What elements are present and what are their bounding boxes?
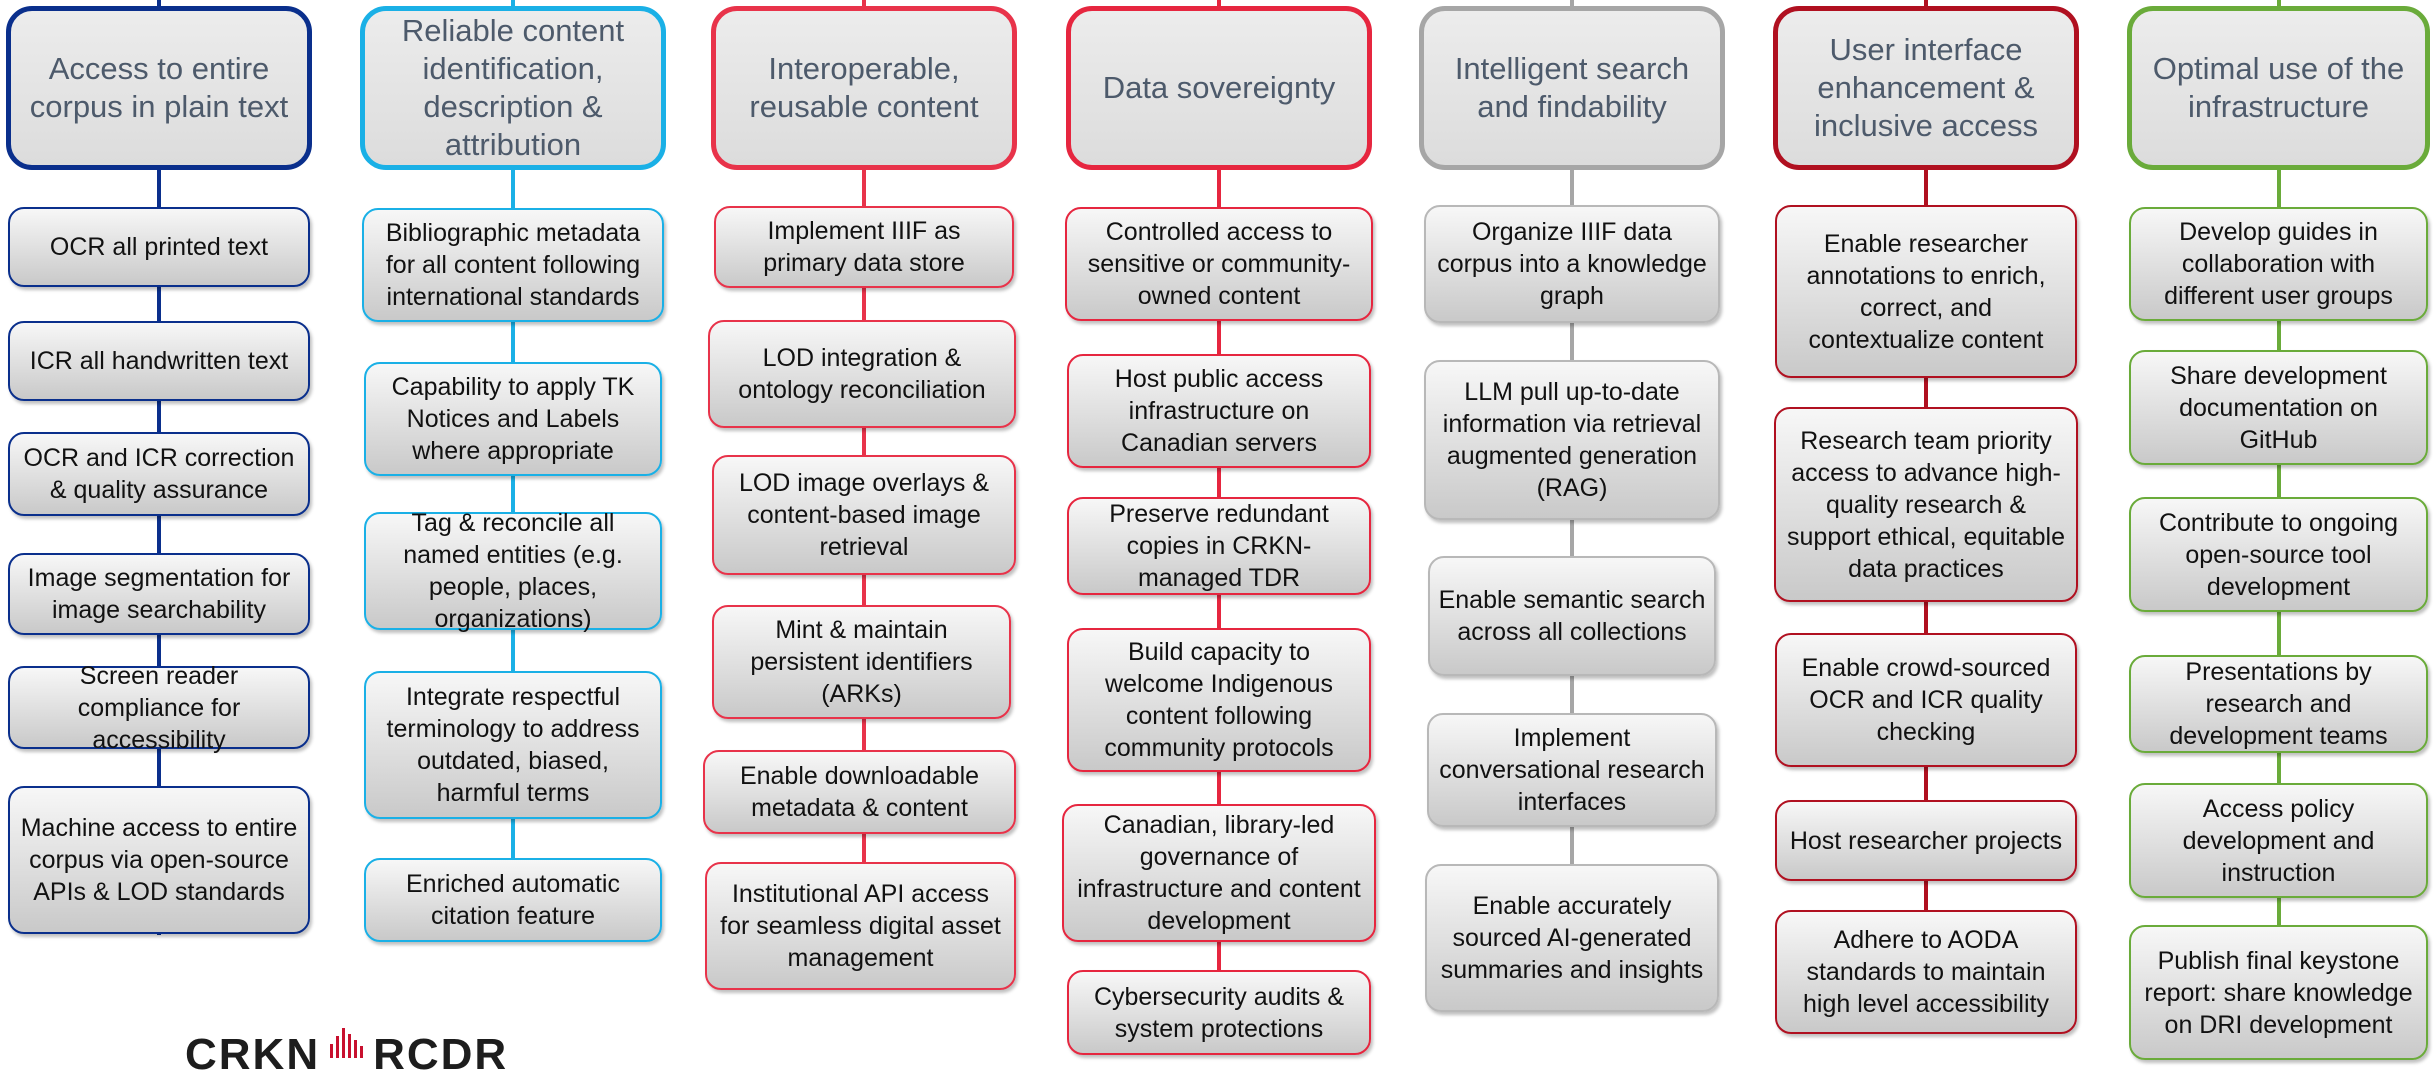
item-box: Host public access infrastructure on Can… <box>1067 354 1371 468</box>
item-box: Bibliographic metadata for all content f… <box>362 208 664 322</box>
item-box: Preserve redundant copies in CRKN-manage… <box>1067 497 1371 595</box>
item-box: Implement conversational research interf… <box>1427 713 1717 827</box>
column-header: Data sovereignty <box>1066 6 1372 170</box>
column-header: Intelligent search and findability <box>1419 6 1725 170</box>
column-header: User interface enhancement & inclusive a… <box>1773 6 2079 170</box>
item-box: Image segmentation for image searchabili… <box>8 553 310 635</box>
column-content-identification: Reliable content identification, descrip… <box>360 0 666 1060</box>
item-box: Contribute to ongoing open-source tool d… <box>2129 497 2428 612</box>
item-box: Enable researcher annotations to enrich,… <box>1775 205 2077 378</box>
item-box: Integrate respectful terminology to addr… <box>364 671 662 819</box>
column-interoperable-content: Interoperable, reusable content Implemen… <box>703 0 1017 1060</box>
logo-mark-icon <box>330 1028 364 1058</box>
column-header: Reliable content identification, descrip… <box>360 6 666 170</box>
item-box: Build capacity to welcome Indigenous con… <box>1067 628 1371 772</box>
item-box: Enable crowd-sourced OCR and ICR quality… <box>1775 633 2077 767</box>
item-box: Screen reader compliance for accessibili… <box>8 662 310 754</box>
column-optimal-infrastructure: Optimal use of the infrastructure Develo… <box>2127 0 2430 1060</box>
item-box: Tag & reconcile all named entities (e.g.… <box>364 509 662 633</box>
item-box: Access policy development and instructio… <box>2129 783 2428 898</box>
item-box: Machine access to entire corpus via open… <box>8 786 310 934</box>
item-box: Enriched automatic citation feature <box>364 858 662 942</box>
item-box: Capability to apply TK Notices and Label… <box>364 362 662 476</box>
column-access-plain-text: Access to entire corpus in plain text OC… <box>6 0 312 1060</box>
item-box: Share development documentation on GitHu… <box>2129 350 2428 465</box>
item-box: Institutional API access for seamless di… <box>705 862 1016 990</box>
item-box: Organize IIIF data corpus into a knowled… <box>1424 205 1720 323</box>
item-box: Research team priority access to advance… <box>1774 407 2078 602</box>
item-box: Develop guides in collaboration with dif… <box>2129 207 2428 321</box>
item-box: Controlled access to sensitive or commun… <box>1065 207 1373 321</box>
item-box: LOD integration & ontology reconciliatio… <box>708 320 1016 428</box>
column-ui-enhancement: User interface enhancement & inclusive a… <box>1773 0 2079 1060</box>
item-box: Presentations by research and developmen… <box>2129 655 2428 753</box>
item-box: Enable accurately sourced AI-generated s… <box>1425 864 1719 1012</box>
item-box: Enable semantic search across all collec… <box>1428 556 1716 676</box>
item-box: Publish final keystone report: share kno… <box>2129 925 2428 1060</box>
column-header: Optimal use of the infrastructure <box>2127 6 2430 170</box>
item-box: Canadian, library-led governance of infr… <box>1062 804 1376 942</box>
item-box: LLM pull up-to-date information via retr… <box>1424 360 1720 520</box>
column-header: Interoperable, reusable content <box>711 6 1017 170</box>
logo-text-left: CRKN <box>185 1030 321 1079</box>
item-box: ICR all handwritten text <box>8 321 310 401</box>
logo-text-right: RCDR <box>373 1030 509 1079</box>
crkn-rcdr-logo: CRKN RCDR <box>185 1028 508 1079</box>
item-box: OCR and ICR correction & quality assuran… <box>8 432 310 516</box>
item-box: Implement IIIF as primary data store <box>714 206 1014 288</box>
column-data-sovereignty: Data sovereignty Controlled access to se… <box>1062 0 1376 1060</box>
item-box: Adhere to AODA standards to maintain hig… <box>1775 910 2077 1034</box>
item-box: Host researcher projects <box>1775 800 2077 881</box>
item-box: Mint & maintain persistent identifiers (… <box>712 605 1011 719</box>
item-box: LOD image overlays & content-based image… <box>712 455 1016 575</box>
item-box: Enable downloadable metadata & content <box>703 750 1016 834</box>
column-intelligent-search: Intelligent search and findability Organ… <box>1419 0 1725 1060</box>
item-box: OCR all printed text <box>8 207 310 287</box>
item-box: Cybersecurity audits & system protection… <box>1067 970 1371 1055</box>
column-header: Access to entire corpus in plain text <box>6 6 312 170</box>
